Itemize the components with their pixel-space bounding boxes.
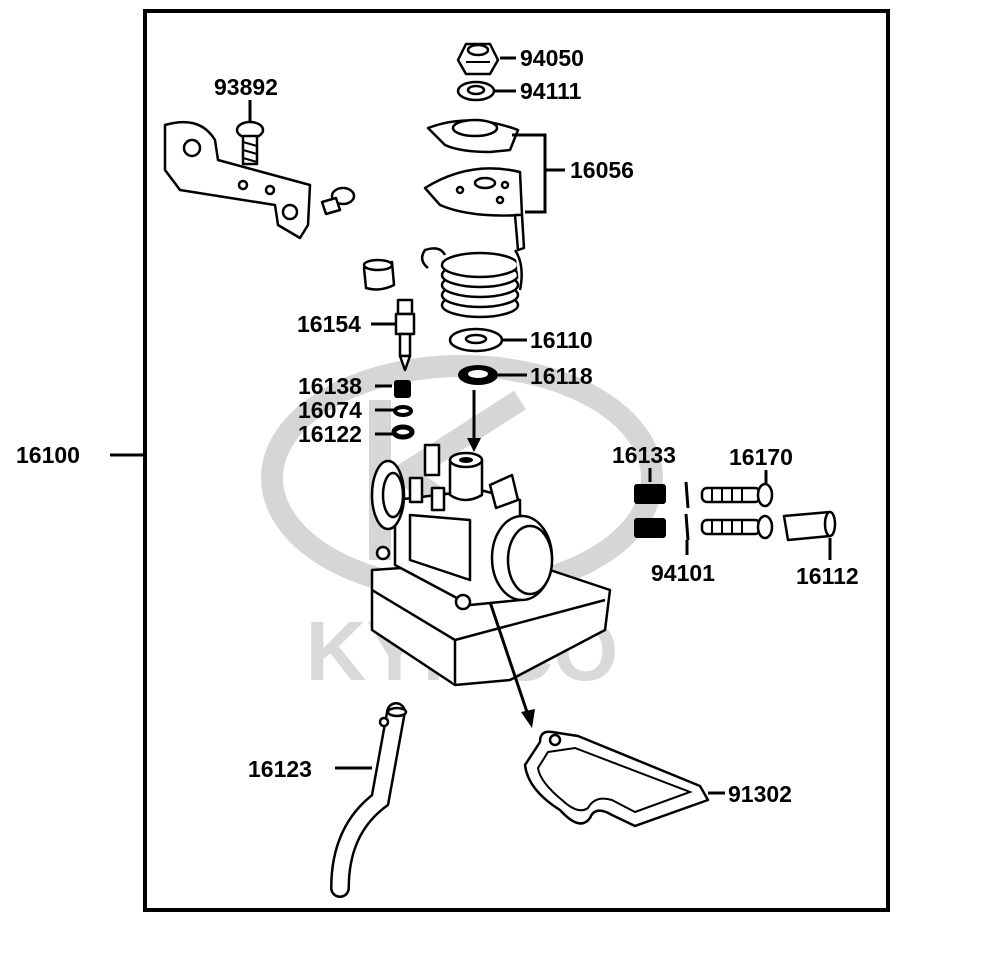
washer-94111	[456, 80, 496, 102]
part-label-16100: 16100	[16, 442, 80, 468]
tube-16123	[330, 702, 408, 898]
part-label-16118: 16118	[530, 363, 593, 389]
small-screw	[320, 186, 356, 216]
part-label-93892: 93892	[214, 74, 278, 100]
part-label-16110: 16110	[530, 327, 593, 353]
springs-16133	[634, 484, 666, 538]
bracket-93892	[163, 120, 312, 240]
screws-16170	[700, 482, 774, 540]
coil-spring	[420, 247, 523, 319]
washers-94101	[684, 481, 690, 555]
screw-93892	[235, 120, 265, 166]
part-label-94050: 94050	[520, 45, 584, 71]
diagram-frame	[143, 9, 890, 912]
part-label-91302: 91302	[728, 781, 792, 807]
plate-upper-16056	[426, 118, 520, 154]
part-label-16112: 16112	[796, 563, 859, 589]
washer-16122	[391, 424, 415, 440]
part-label-16123: 16123	[248, 756, 312, 782]
cap	[362, 258, 396, 291]
gasket-91302	[523, 730, 710, 828]
part-label-16122: 16122	[298, 421, 362, 447]
part-label-16133: 16133	[612, 442, 676, 468]
part-label-16074: 16074	[298, 397, 362, 423]
part-label-94111: 94111	[520, 78, 582, 104]
part-label-16138: 16138	[298, 373, 362, 399]
nut-94050	[456, 42, 500, 76]
plate-lower-16056	[423, 167, 526, 252]
part-label-16170: 16170	[729, 444, 793, 470]
part-label-94101: 94101	[651, 560, 715, 586]
carburetor-body	[370, 443, 612, 687]
spring-16138	[394, 380, 411, 398]
cap-16112	[782, 510, 837, 542]
oring-16074	[393, 405, 413, 417]
jet-needle-16154	[394, 298, 416, 372]
part-label-16154: 16154	[297, 311, 361, 337]
seal-16118	[458, 365, 498, 385]
part-label-16056: 16056	[570, 157, 634, 183]
